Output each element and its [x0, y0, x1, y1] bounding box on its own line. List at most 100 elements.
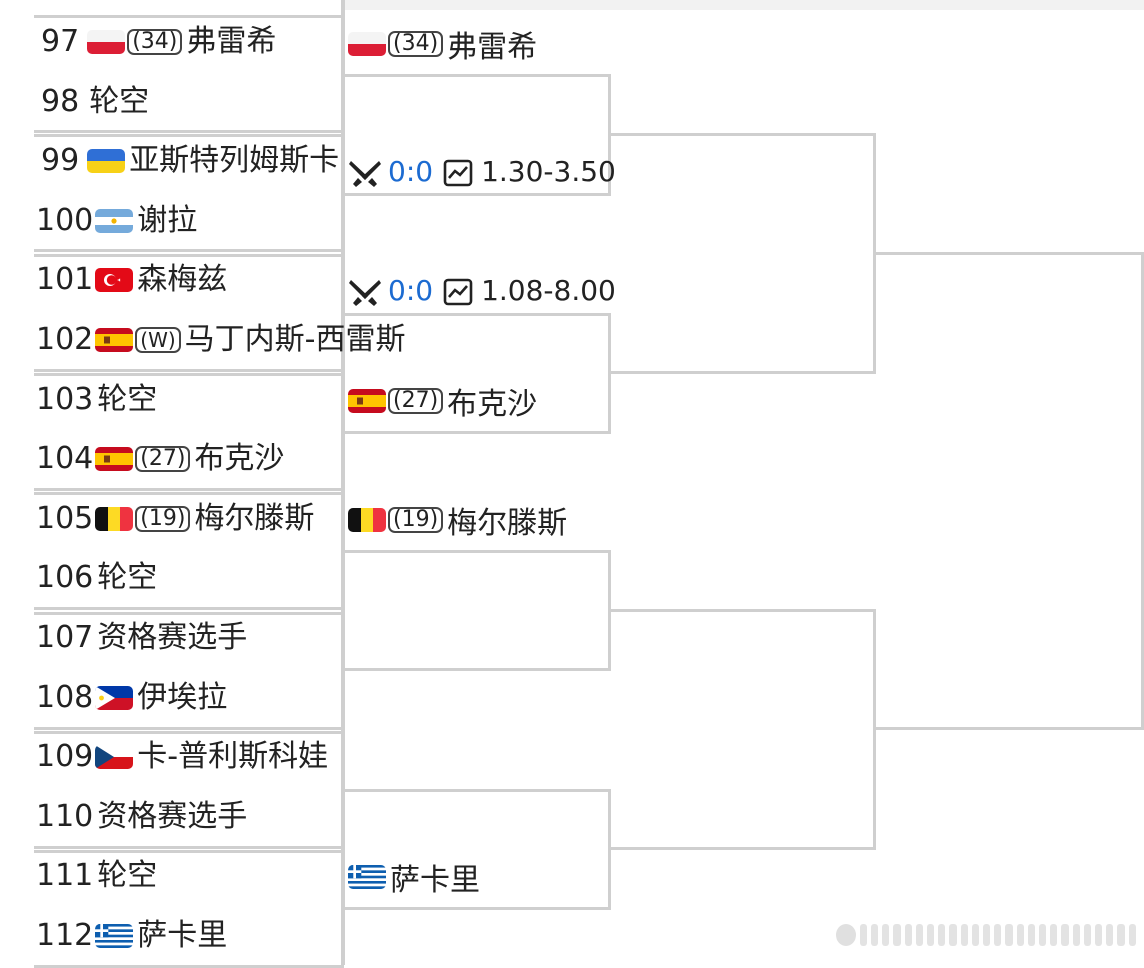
- wildcard-badge: (W): [135, 327, 181, 353]
- poland-flag-icon: [348, 32, 386, 56]
- seed-badge: (19): [388, 507, 444, 533]
- match-box: [34, 730, 344, 849]
- trend-chart-icon[interactable]: [443, 155, 473, 188]
- philippines-flag-icon: [95, 685, 134, 710]
- player-entry[interactable]: 97(34)弗雷希: [41, 22, 276, 62]
- player-name: 弗雷希: [447, 30, 538, 65]
- round2-connector: [344, 550, 611, 671]
- player-name: 轮空: [97, 381, 158, 417]
- watermark-bar: [859, 924, 868, 946]
- match-odds: 1.30-3.50: [481, 154, 616, 188]
- ukraine-flag-icon: [87, 149, 126, 174]
- greece-flag-icon: [348, 865, 386, 889]
- crossed-swords-icon: [348, 274, 382, 307]
- match-box: [34, 372, 344, 491]
- advancing-player[interactable]: 萨卡里: [348, 857, 480, 898]
- player-name: 布克沙: [447, 387, 538, 422]
- round4-connector: [873, 252, 1144, 730]
- watermark-bar: [983, 924, 991, 946]
- match-box: [34, 15, 344, 133]
- watermark-bar: [960, 924, 968, 946]
- player-name: 亚斯特列姆斯卡: [129, 143, 340, 179]
- player-number: 98: [41, 83, 80, 119]
- trend-chart-icon[interactable]: [443, 274, 473, 307]
- player-name: 谢拉: [137, 202, 198, 238]
- match-odds: 1.08-8.00: [481, 273, 616, 307]
- player-entry[interactable]: 105 (19)梅尔滕斯: [36, 499, 314, 539]
- watermark-bar: [1095, 924, 1103, 946]
- player-number: 103: [36, 381, 94, 417]
- player-number: 112: [36, 918, 94, 953]
- player-number: 110: [36, 798, 94, 834]
- watermark-bar: [893, 924, 901, 946]
- spain-flag-icon: [95, 328, 134, 352]
- watermark-bar: [927, 924, 935, 946]
- player-number: 101: [36, 262, 94, 298]
- player-number: 107: [36, 620, 94, 655]
- player-entry[interactable]: 104(27)布克沙: [36, 439, 284, 479]
- round1-divider: [341, 0, 345, 965]
- player-number: 106: [36, 560, 94, 596]
- argentina-flag-icon: [95, 208, 134, 233]
- player-number: 97: [41, 24, 80, 59]
- player-entry[interactable]: 99 亚斯特列姆斯卡: [41, 141, 339, 181]
- player-name: 马丁内斯-西雷斯: [184, 322, 406, 357]
- round3-connector: [608, 133, 876, 374]
- advancing-player[interactable]: (27)布克沙: [348, 381, 538, 422]
- spain-flag-icon: [348, 389, 386, 413]
- match-box: [34, 134, 344, 253]
- watermark-bar: [1039, 924, 1047, 946]
- match-score: 0:0: [388, 273, 434, 307]
- greece-flag-icon: [95, 924, 134, 948]
- player-entry[interactable]: 112 萨卡里: [36, 916, 227, 956]
- player-number: 104: [36, 441, 94, 477]
- watermark-bar: [938, 924, 946, 946]
- watermark-bar: [971, 924, 980, 946]
- player-entry[interactable]: 102 (W)马丁内斯-西雷斯: [36, 320, 405, 360]
- watermark-bar: [1050, 924, 1058, 946]
- turkey-flag-icon: [95, 268, 134, 293]
- player-name: 梅尔滕斯: [447, 506, 568, 541]
- player-name: 轮空: [97, 858, 158, 894]
- seed-badge: (19): [135, 505, 191, 532]
- player-number: 105: [36, 500, 94, 536]
- watermark-bar: [915, 924, 924, 946]
- player-name: 轮空: [89, 83, 150, 119]
- player-number: 108: [36, 679, 94, 715]
- watermark-bar: [882, 924, 890, 946]
- watermark-bar: [1072, 924, 1080, 946]
- player-number: 111: [36, 858, 94, 894]
- player-name: 资格赛选手: [97, 620, 248, 655]
- watermark-bar: [904, 924, 912, 946]
- player-number: 102: [36, 322, 94, 357]
- seed-badge: (34): [388, 31, 444, 57]
- advancing-player[interactable]: (34)弗雷希: [348, 24, 538, 65]
- player-name: 梅尔滕斯: [194, 500, 315, 536]
- belgium-flag-icon: [95, 506, 134, 531]
- player-name: 萨卡里: [137, 918, 228, 953]
- round3-connector: [608, 609, 876, 850]
- player-name: 萨卡里: [390, 863, 480, 898]
- player-number: 99: [41, 143, 80, 179]
- belgium-flag-icon: [348, 508, 386, 532]
- player-name: 弗雷希: [186, 24, 277, 59]
- watermark-bar: [1128, 924, 1136, 946]
- top-edge-shade: [344, 0, 1144, 10]
- advancing-player[interactable]: (19)梅尔滕斯: [348, 500, 568, 541]
- spain-flag-icon: [95, 447, 134, 472]
- poland-flag-icon: [87, 30, 126, 54]
- match-info[interactable]: 0:0 1.08-8.00: [348, 270, 616, 310]
- player-name: 布克沙: [194, 441, 285, 477]
